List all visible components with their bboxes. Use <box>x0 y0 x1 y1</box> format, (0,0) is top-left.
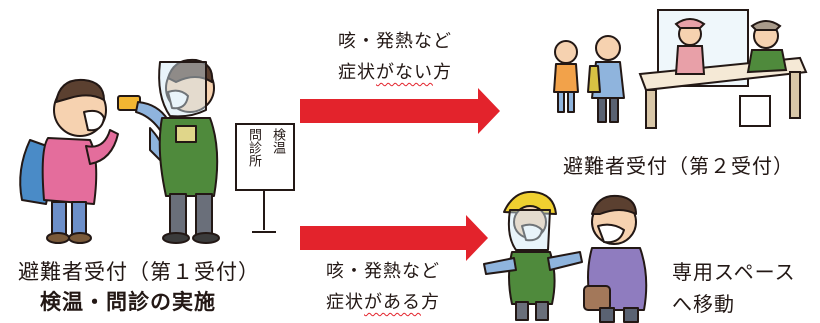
symptoms-line2: 症状がある方 <box>318 287 448 318</box>
no-symptoms-prefix: 症状 <box>338 62 376 83</box>
no-symptoms-line1: 咳・発熱など <box>338 31 452 52</box>
symptoms-line1: 咳・発熱など <box>326 261 440 282</box>
no-symptoms-suffix: 方 <box>433 62 452 83</box>
dedicated-space-line1: 専用スペース <box>672 260 796 284</box>
child-evacuee-figure <box>19 78 119 244</box>
arrow-to-dedicated-space <box>300 215 488 261</box>
symptomatic-evacuee-figure <box>583 194 648 323</box>
exam-station-sign <box>235 123 295 233</box>
dedicated-space-label: 専用スペース へ移動 <box>672 256 796 320</box>
sign-label-exam: 検温 <box>270 128 285 154</box>
no-symptoms-condition: 咳・発熱など 症状がない方 <box>330 26 460 88</box>
staff-with-thermometer-figure <box>117 58 220 244</box>
first-reception-label: 避難者受付（第１受付） <box>18 260 260 284</box>
temperature-check-label: 検温・問診の実施 <box>40 290 216 314</box>
dedicated-space-line2: へ移動 <box>672 292 735 316</box>
symptoms-emphasis: がある <box>364 292 421 313</box>
second-reception-label: 避難者受付（第２受付） <box>563 154 794 178</box>
queue-evacuees-figure <box>553 35 625 123</box>
reception-desk <box>638 9 808 129</box>
sign-label-consult: 問診所 <box>246 128 261 167</box>
symptoms-suffix: 方 <box>421 292 440 313</box>
symptoms-condition: 咳・発熱など 症状がある方 <box>318 256 448 318</box>
symptoms-prefix: 症状 <box>326 292 364 313</box>
no-symptoms-emphasis: がない <box>376 62 433 83</box>
no-symptoms-line2: 症状がない方 <box>330 57 460 88</box>
guide-staff-figure <box>483 190 583 321</box>
arrow-to-second-reception <box>300 88 500 134</box>
